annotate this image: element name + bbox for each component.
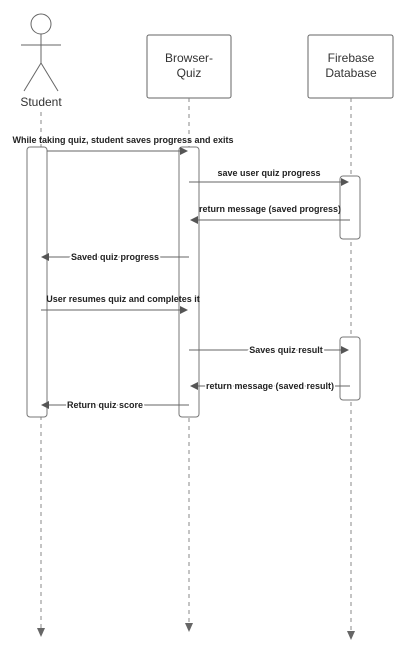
actor-head-icon <box>30 13 52 35</box>
firebase-label-line2: Database <box>325 66 377 80</box>
message-label-8: Return quiz score <box>67 400 143 410</box>
message-label-1: While taking quiz, student saves progres… <box>12 135 233 145</box>
student-label: Student <box>20 95 62 109</box>
firebase-activation-bar-1 <box>339 175 361 240</box>
browser-quiz-label-line1: Browser- <box>165 51 213 65</box>
student-lifeline-end-arrow <box>37 628 45 637</box>
message-label-5: User resumes quiz and completes it <box>46 294 200 304</box>
browser-quiz-lifeline-end-arrow <box>185 623 193 632</box>
student-activation-bar <box>26 146 48 418</box>
firebase-database-participant: Firebase Database <box>307 34 394 99</box>
firebase-lifeline-end-arrow <box>347 631 355 640</box>
student-actor: Student <box>20 13 62 109</box>
message-label-4: Saved quiz progress <box>71 252 159 262</box>
firebase-activation-bar-2 <box>339 336 361 401</box>
browser-quiz-participant: Browser- Quiz <box>146 34 232 99</box>
actor-left-leg <box>23 62 42 92</box>
browser-quiz-label-line2: Quiz <box>177 66 202 80</box>
message-label-3: return message (saved progress) <box>199 204 341 214</box>
message-label-7: return message (saved result) <box>206 381 334 391</box>
message-label-2: save user quiz progress <box>217 168 320 178</box>
actor-right-leg <box>40 62 59 92</box>
message-label-6: Saves quiz result <box>249 345 323 355</box>
browser-quiz-activation-bar <box>178 146 200 418</box>
firebase-label-line1: Firebase <box>328 51 375 65</box>
